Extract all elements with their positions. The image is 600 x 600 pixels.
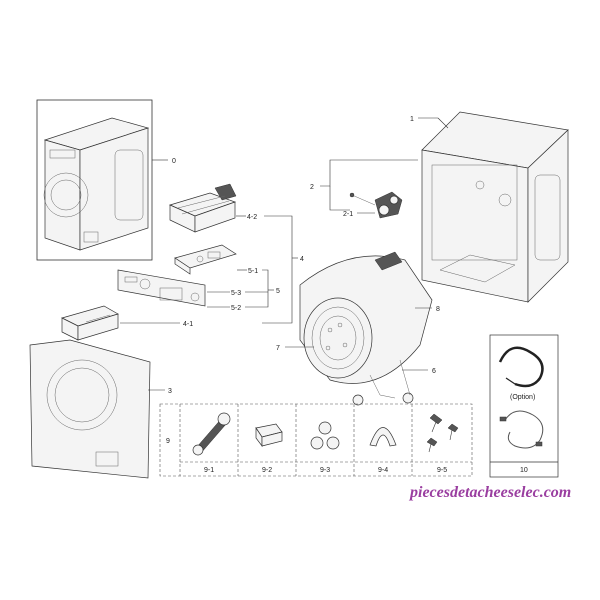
callout-5: 5 xyxy=(276,288,280,295)
accessories-group: 9 9-1 xyxy=(159,403,473,477)
part-1-cabinet xyxy=(421,111,569,303)
callout-6: 6 xyxy=(432,368,436,375)
part-8-tub-assembly xyxy=(299,251,433,406)
callout-1: 1 xyxy=(410,116,414,123)
accessory-label-9-1: 9-1 xyxy=(204,467,214,474)
callout-5-1: 5-1 xyxy=(248,268,258,275)
watermark-text: piecesdetacheeselec.com xyxy=(408,484,571,501)
accessory-label-9-3: 9-3 xyxy=(320,467,330,474)
part-4-1-detergent-drawer xyxy=(61,305,119,341)
hose-label-10: 10 xyxy=(520,467,528,474)
callout-0: 0 xyxy=(172,158,176,165)
part-0-washer-assembly xyxy=(36,99,153,261)
hose-guide-icon xyxy=(369,427,397,447)
option-label: (Option) xyxy=(510,394,535,401)
spanner-icon xyxy=(192,412,231,456)
callout-7: 7 xyxy=(276,345,280,352)
callout-5-3: 5-3 xyxy=(231,290,241,297)
callout-8: 8 xyxy=(436,306,440,313)
callout-3: 3 xyxy=(168,388,172,395)
part-5-control-panel xyxy=(117,269,206,307)
drain-hose-icon xyxy=(498,346,544,388)
callout-4: 4 xyxy=(300,256,304,263)
part-3-front-panel xyxy=(29,339,151,479)
inlet-hose-icon xyxy=(499,410,544,449)
callout-2: 2 xyxy=(310,184,314,191)
callout-4-2: 4-2 xyxy=(247,214,257,221)
accessories-group-label: 9 xyxy=(166,438,170,445)
part-10-hoses: (Option) 10 xyxy=(489,334,559,478)
cap-icon xyxy=(255,423,283,448)
coin-caps-icon xyxy=(310,421,340,450)
accessory-label-9-4: 9-4 xyxy=(378,467,388,474)
part-2-inlet-valve xyxy=(349,191,403,219)
accessory-label-9-2: 9-2 xyxy=(262,467,272,474)
callout-2-1: 2-1 xyxy=(343,211,353,218)
screws-icon xyxy=(426,413,459,453)
callout-5-2: 5-2 xyxy=(231,305,241,312)
accessory-label-9-5: 9-5 xyxy=(437,467,447,474)
part-5-1-pcb xyxy=(174,244,237,275)
callout-4-1: 4-1 xyxy=(183,321,193,328)
part-4-2-dispenser-housing xyxy=(168,183,237,233)
